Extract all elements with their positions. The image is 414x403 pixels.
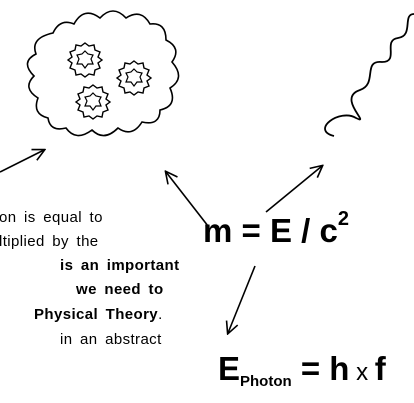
paragraph-line-2: ltiplied by the	[0, 233, 99, 250]
paragraph-physical-theory: Physical Theory	[34, 306, 159, 323]
photon-equals-sign: =	[291, 350, 330, 387]
paragraph-line-1: on is equal to	[0, 209, 103, 226]
nucleon-gear-1	[66, 42, 104, 78]
equation-photon-energy: EPhoton = h x f	[218, 350, 386, 390]
frequency-symbol: f	[374, 350, 386, 387]
photon-wave	[324, 13, 414, 137]
arrow-equation-to-wave	[265, 166, 322, 213]
paragraph-line-5: Physical Theory.	[34, 305, 163, 325]
photon-energy-subscript: Photon	[240, 373, 292, 390]
arrow-to-nucleus-left	[0, 150, 44, 173]
arrow-equation-to-nucleus	[166, 172, 209, 227]
multiply-sign: x	[349, 359, 375, 386]
arrow-equation-to-photon-energy	[228, 265, 256, 333]
photon-energy-symbol: E	[218, 350, 241, 387]
nucleus-cloud-outline	[26, 10, 180, 137]
paragraph-line-4: we need to	[76, 281, 164, 298]
paragraph-line-6: in an abstract	[60, 331, 162, 348]
nucleon-gear-2	[115, 60, 153, 96]
nucleon-gear-3	[74, 84, 112, 120]
equation-mass-energy-body: m = E / c	[203, 212, 338, 249]
planck-constant-symbol: h	[329, 350, 350, 387]
equation-mass-energy: m = E / c2	[203, 208, 349, 250]
paragraph-line-5-period: .	[158, 306, 163, 323]
equation-mass-energy-exponent: 2	[337, 208, 349, 230]
paragraph-line-3: is an important	[60, 257, 180, 274]
